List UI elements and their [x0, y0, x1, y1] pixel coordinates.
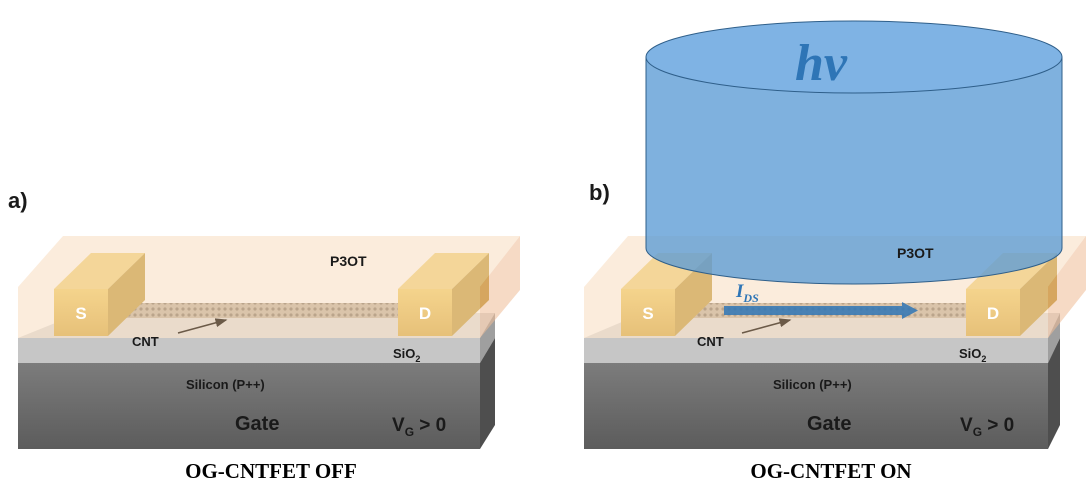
polymer-top-face: [18, 236, 520, 287]
panel-a-caption: OG-CNTFET OFF: [185, 459, 357, 483]
silicon-side-face: [480, 338, 495, 449]
oxide-label: SiO2: [393, 346, 420, 364]
source-label: S: [642, 304, 653, 323]
oxide-side-face: [480, 313, 495, 363]
panel-b-caption: OG-CNTFET ON: [750, 459, 911, 483]
drain-label: D: [419, 304, 431, 323]
oxide-front-face: [18, 338, 480, 363]
panel-a-letter: a): [8, 188, 28, 213]
panel-b-letter: b): [589, 180, 610, 205]
drain-label: D: [987, 304, 999, 323]
polymer-front-face: [18, 287, 480, 338]
light-label: hν: [795, 35, 848, 92]
silicon-label: Silicon (P++): [773, 377, 852, 392]
silicon-front-face: [584, 363, 1048, 449]
light-beam-top: [645, 20, 1063, 94]
gate-label: Gate: [807, 413, 851, 435]
cnt-pointer-arrow: [177, 318, 228, 334]
silicon-side-face: [1048, 338, 1060, 449]
gate-voltage-label: VG > 0: [392, 415, 446, 439]
cnt-pointer-arrow: [741, 318, 792, 334]
drain-current-arrow: [724, 302, 918, 319]
gate-label: Gate: [235, 413, 279, 435]
cnt-label: CNT: [697, 334, 724, 349]
polymer-label: P3OT: [330, 253, 367, 269]
polymer-side-face: [1048, 236, 1086, 338]
oxide-label: SiO2: [959, 346, 986, 364]
source-label: S: [75, 304, 86, 323]
gate-voltage-label: VG > 0: [960, 415, 1014, 439]
light-beam-cylinder: [645, 20, 1063, 285]
polymer-side-face: [480, 236, 520, 338]
oxide-front-face: [584, 338, 1048, 363]
panel-a: a) P3OT S D CNT SiO2 Silicon (P++) Gate …: [8, 188, 520, 483]
drain-current-label: IDS: [735, 281, 759, 305]
panel-b: b) hν P3OT IDS S D CNT SiO2 Silicon (P++…: [584, 20, 1086, 483]
silicon-front-face: [18, 363, 480, 449]
cnt-label: CNT: [132, 334, 159, 349]
polymer-label: P3OT: [897, 245, 934, 261]
silicon-label: Silicon (P++): [186, 377, 265, 392]
